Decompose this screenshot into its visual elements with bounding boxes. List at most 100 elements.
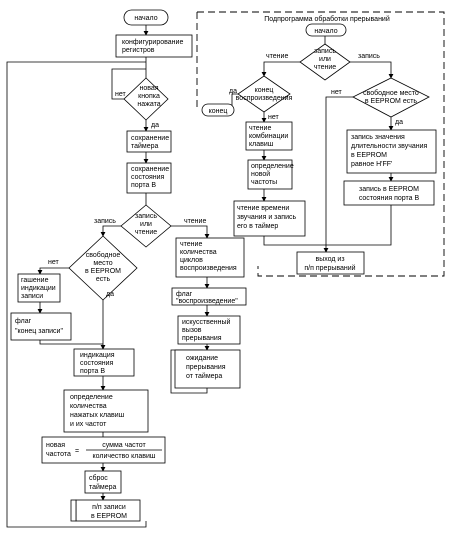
svg-text:запись значения: запись значения xyxy=(351,134,405,141)
svg-text:нажатых клавиш: нажатых клавиш xyxy=(70,412,125,419)
config-registers-box: конфигурирование регистров xyxy=(115,34,193,58)
svg-text:чтение: чтение xyxy=(135,229,157,236)
end-playback-no-label: нет xyxy=(268,114,280,121)
read-cycles-box: чтение количества циклов воспроизведения xyxy=(175,237,245,278)
svg-text:в EEPROM: в EEPROM xyxy=(85,268,121,275)
svg-text:ожидание: ожидание xyxy=(186,355,218,362)
isr-start-terminator: начало xyxy=(305,23,347,37)
svg-text:есть: есть xyxy=(96,276,111,283)
svg-text:запись: запись xyxy=(314,48,336,55)
isr-free-yes-label: да xyxy=(395,119,403,126)
svg-text:чтение: чтение xyxy=(249,125,271,132)
isr-mode-read-label: чтение xyxy=(266,53,288,60)
svg-text:п/п прерываний: п/п прерываний xyxy=(304,264,355,272)
svg-text:сохранение: сохранение xyxy=(131,135,169,142)
svg-text:сброс: сброс xyxy=(89,474,108,482)
artificial-interrupt-box: искусственный вызов прерывания xyxy=(177,315,241,345)
svg-text:или: или xyxy=(140,221,152,228)
free-no-label: нет xyxy=(48,259,60,266)
new-key-decision: новая кнопка нажата xyxy=(123,77,169,121)
svg-text:циклов: циклов xyxy=(180,257,203,264)
indicate-portb-box: индикация состояния порта В xyxy=(73,348,135,377)
svg-text:индикация: индикация xyxy=(80,352,115,359)
svg-text:п/п записи: п/п записи xyxy=(92,504,126,511)
svg-text:в EEPROM: в EEPROM xyxy=(91,513,127,520)
svg-text:количества: количества xyxy=(70,403,107,410)
svg-text:чтение: чтение xyxy=(180,241,202,248)
flag-end-record-box: флаг "конец записи" xyxy=(10,312,72,341)
svg-text:гашение: гашение xyxy=(21,277,49,284)
svg-text:определение: определение xyxy=(251,163,294,170)
isr-mode-decision: запись или чтение xyxy=(299,43,351,81)
svg-text:чтение времени: чтение времени xyxy=(237,205,289,212)
isr-region-border xyxy=(196,11,445,277)
svg-text:флаг: флаг xyxy=(15,318,32,325)
svg-text:количество клавиш: количество клавиш xyxy=(93,453,156,460)
main-connectors xyxy=(6,25,210,528)
svg-text:"воспроизведение": "воспроизведение" xyxy=(176,298,238,305)
determine-keys-box: определение количества нажатых клавиш и … xyxy=(63,389,149,433)
main-start-terminator: начало xyxy=(123,9,169,26)
new-key-yes-label: да xyxy=(151,122,159,129)
svg-text:звучания и запись: звучания и запись xyxy=(237,214,296,221)
isr-mode-write-label: запись xyxy=(358,53,380,60)
isr-title: Подпрограмма обработки прерываний xyxy=(264,15,390,23)
svg-text:таймера: таймера xyxy=(131,142,159,150)
svg-text:от таймера: от таймера xyxy=(186,372,222,380)
svg-text:индикации: индикации xyxy=(21,285,56,292)
svg-text:запись в EEPROM: запись в EEPROM xyxy=(359,186,419,193)
save-timer-box: сохранение таймера xyxy=(126,130,172,153)
svg-text:запись: запись xyxy=(135,213,157,220)
svg-text:чтение: чтение xyxy=(314,64,336,71)
svg-text:выход из: выход из xyxy=(315,256,344,263)
exit-isr-box: выход из п/п прерываний xyxy=(296,251,365,275)
free-space-decision: свободное место в EEPROM есть xyxy=(68,235,138,301)
svg-text:таймера: таймера xyxy=(89,483,117,491)
svg-text:воспроизведения: воспроизведения xyxy=(180,265,237,272)
end-playback-decision: конец воспроизведения xyxy=(236,75,293,113)
svg-text:конец: конец xyxy=(255,87,274,94)
free-yes-label: да xyxy=(106,291,114,298)
new-key-no-label: нет xyxy=(115,91,127,98)
read-key-combo-box: чтение комбинации клавиш xyxy=(245,121,293,151)
svg-text:равное H'FF': равное H'FF' xyxy=(351,161,392,168)
reset-timer-box: сброс таймера xyxy=(84,470,122,494)
svg-text:свободное: свободное xyxy=(86,251,121,259)
read-sound-time-box: чтение времени звучания и запись его в т… xyxy=(233,200,306,237)
svg-text:клавиш: клавиш xyxy=(249,141,274,148)
svg-text:свободное место: свободное место xyxy=(363,89,419,97)
write-portb-box: запись в EEPROM состояния порта В xyxy=(343,180,435,206)
svg-text:состояния: состояния xyxy=(131,174,165,181)
svg-text:в EEPROM есть: в EEPROM есть xyxy=(365,98,418,105)
eeprom-write-subroutine-box: п/п записи в EEPROM xyxy=(70,499,141,522)
svg-text:длительности звучания: длительности звучания xyxy=(351,143,428,150)
isr-end-terminator: конец xyxy=(201,103,235,117)
svg-text:воспроизведения: воспроизведения xyxy=(236,95,293,102)
svg-text:сумма частот: сумма частот xyxy=(102,442,146,449)
svg-text:кнопка: кнопка xyxy=(138,93,160,100)
svg-text:количества: количества xyxy=(180,249,217,256)
svg-text:конец: конец xyxy=(209,108,228,115)
svg-text:начало: начало xyxy=(134,15,157,22)
svg-text:прерывания: прерывания xyxy=(186,364,226,371)
svg-text:новая: новая xyxy=(139,85,158,92)
blank-indication-box: гашение индикации записи xyxy=(17,273,61,303)
svg-text:нажата: нажата xyxy=(137,101,160,108)
svg-text:новая: новая xyxy=(46,442,65,449)
svg-text:частоты: частоты xyxy=(251,179,277,186)
svg-text:вызов: вызов xyxy=(182,327,202,334)
svg-text:порта В: порта В xyxy=(80,368,105,375)
svg-text:частота: частота xyxy=(46,451,71,458)
isr-free-space-decision: свободное место в EEPROM есть xyxy=(352,77,430,118)
mode-decision: запись или чтение xyxy=(120,204,172,248)
svg-text:флаг: флаг xyxy=(176,291,193,298)
svg-text:определение: определение xyxy=(70,394,113,401)
svg-text:начало: начало xyxy=(314,28,337,35)
mode-read-label: чтение xyxy=(184,218,206,225)
isr-free-no-label: нет xyxy=(331,89,343,96)
svg-text:в EEPROM: в EEPROM xyxy=(351,152,387,159)
end-playback-yes-label: да xyxy=(229,88,237,95)
svg-text:"конец записи": "конец записи" xyxy=(15,328,63,335)
